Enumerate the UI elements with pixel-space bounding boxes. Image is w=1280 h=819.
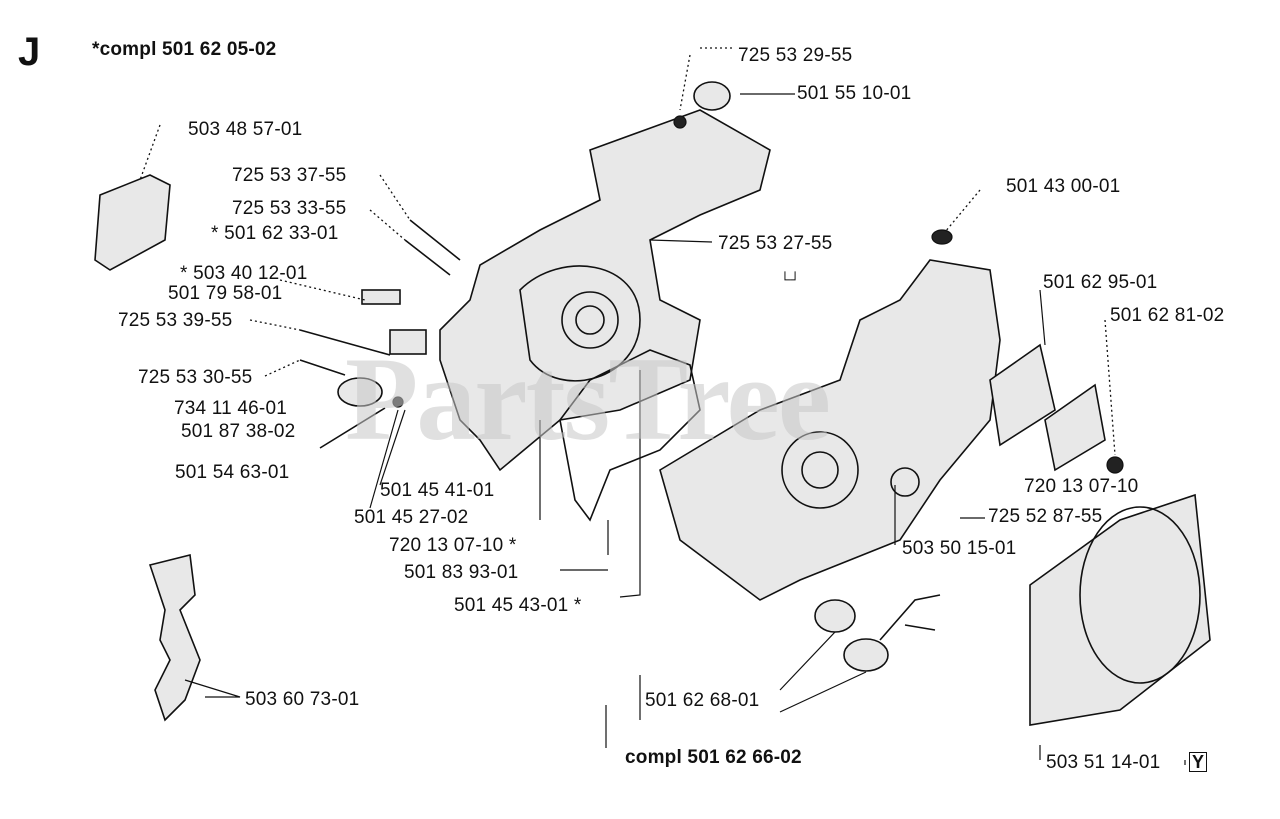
part-label[interactable]: 503 50 15-01 <box>902 538 1017 559</box>
part-label[interactable]: 720 13 07-10 * <box>389 535 517 556</box>
part-label[interactable]: 720 13 07-10 <box>1024 476 1139 497</box>
assembly-label-bottom: compl 501 62 66-02 <box>625 747 802 768</box>
part-label[interactable]: 503 60 73-01 <box>245 689 360 710</box>
section-letter: J <box>18 30 41 74</box>
part-label[interactable]: 725 53 27-55 <box>718 233 833 254</box>
part-label[interactable]: 501 45 43-01 * <box>454 595 582 616</box>
part-label[interactable]: 501 87 38-02 <box>181 421 296 442</box>
av-spring <box>693 81 731 111</box>
bearing <box>843 638 889 672</box>
large-cover <box>1029 493 1211 726</box>
cover-plate <box>94 174 171 271</box>
part-label[interactable]: 501 45 27-02 <box>354 507 469 528</box>
part-label[interactable]: 501 62 68-01 <box>645 690 760 711</box>
part-label[interactable]: 725 52 87-55 <box>988 506 1103 527</box>
plate-81 <box>1044 383 1106 472</box>
part-label[interactable]: 503 51 14-01 <box>1046 752 1161 773</box>
part-label[interactable]: 501 43 00-01 <box>1006 176 1121 197</box>
y-box-mark: Y <box>1189 752 1208 772</box>
gasket <box>559 349 701 522</box>
assembly-label-top: *compl 501 62 05-02 <box>92 39 277 60</box>
wrench-tool <box>148 554 201 722</box>
part-label[interactable]: 501 55 10-01 <box>797 83 912 104</box>
plate-95 <box>989 343 1056 447</box>
part-label[interactable]: 725 53 33-55 <box>232 198 347 219</box>
part-label[interactable]: 725 53 30-55 <box>138 367 253 388</box>
part-label[interactable]: 725 53 39-55 <box>118 310 233 331</box>
part-label[interactable]: * 503 40 12-01 <box>180 263 308 284</box>
seal <box>814 599 856 633</box>
part-label[interactable]: 725 53 29-55 <box>738 45 853 66</box>
part-label[interactable]: 501 62 95-01 <box>1043 272 1158 293</box>
part-label[interactable]: 501 79 58-01 <box>168 283 283 304</box>
part-label[interactable]: 501 54 63-01 <box>175 462 290 483</box>
watermark: PartsTree <box>345 332 831 465</box>
part-label[interactable]: 501 45 41-01 <box>380 480 495 501</box>
part-label[interactable]: 503 48 57-01 <box>188 119 303 140</box>
part-label[interactable]: 501 62 81-02 <box>1110 305 1225 326</box>
part-label[interactable]: 734 11 46-01 <box>174 398 287 419</box>
part-label[interactable]: * 501 62 33-01 <box>211 223 339 244</box>
part-label[interactable]: 501 83 93-01 <box>404 562 519 583</box>
connector-mark: └┘ <box>780 271 801 287</box>
part-label[interactable]: 725 53 37-55 <box>232 165 347 186</box>
